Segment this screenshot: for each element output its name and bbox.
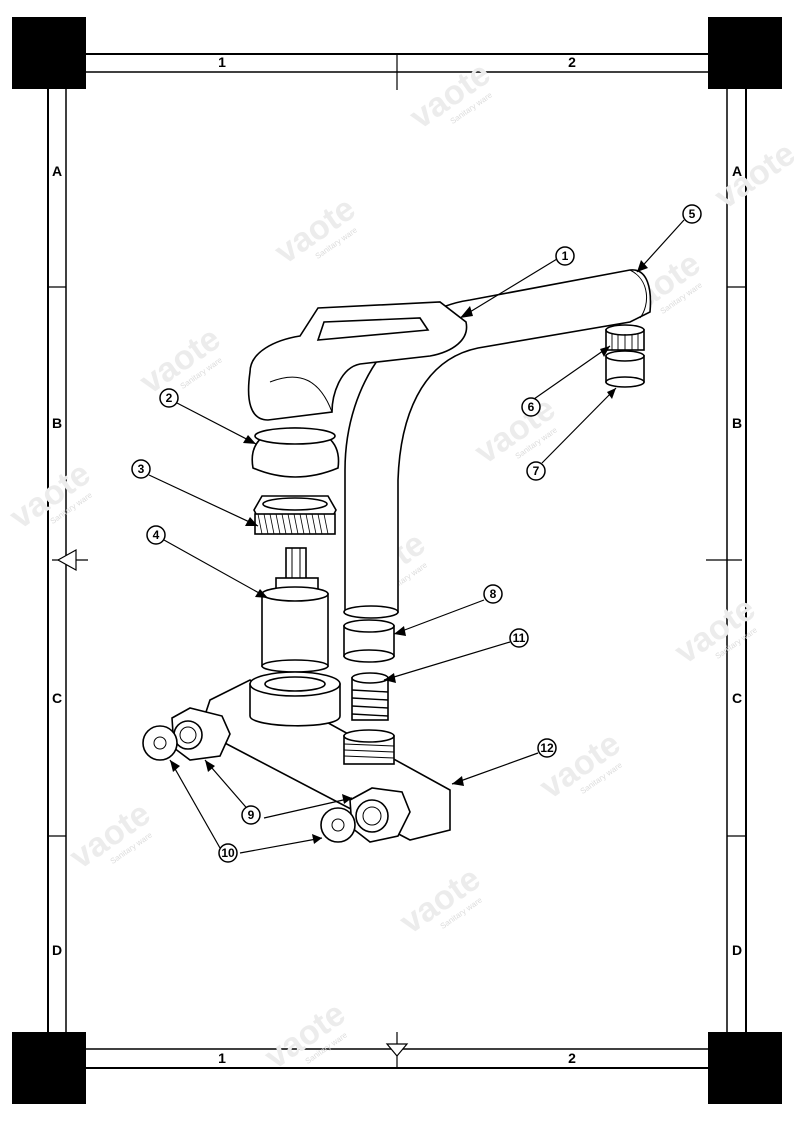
- zone-label-right-d: D: [732, 942, 742, 958]
- part-hex-connector-right: [349, 787, 411, 843]
- zone-label-left-a: A: [52, 163, 62, 179]
- part-cartridge: [261, 547, 329, 673]
- callout-label: 3: [138, 462, 145, 476]
- callout-label: 6: [528, 400, 535, 414]
- callout-1: 1: [555, 246, 575, 266]
- callout-label: 1: [562, 249, 569, 263]
- callout-4: 4: [146, 525, 166, 545]
- zone-label-right-a: A: [732, 163, 742, 179]
- zone-label-left-d: D: [52, 942, 62, 958]
- callout-label: 12: [540, 741, 554, 755]
- part-handle: [247, 301, 468, 421]
- part-aerator-body: [605, 324, 645, 351]
- callout-label: 5: [689, 207, 696, 221]
- zone-label-top-1: 1: [218, 54, 226, 70]
- zone-label-left-c: C: [52, 690, 62, 706]
- callout-3: 3: [131, 459, 151, 479]
- zone-label-left-b: B: [52, 415, 62, 431]
- part-dome-cap: [251, 427, 340, 478]
- part-flange-right: [320, 807, 356, 843]
- callout-label: 2: [166, 391, 173, 405]
- callout-11: 11: [509, 628, 529, 648]
- watermark-text: vaote: [708, 134, 794, 216]
- callout-9: 9: [241, 805, 261, 825]
- part-flange-left: [142, 725, 178, 761]
- callout-label: 11: [513, 631, 526, 645]
- callout-2: 2: [159, 388, 179, 408]
- callout-label: 4: [153, 528, 160, 542]
- callout-7: 7: [526, 461, 546, 481]
- part-check-valve: [351, 672, 389, 721]
- zone-label-bottom-2: 2: [568, 1050, 576, 1066]
- callout-12: 12: [537, 738, 557, 758]
- zone-label-right-b: B: [732, 415, 742, 431]
- callout-label: 8: [490, 587, 497, 601]
- zone-label-bottom-1: 1: [218, 1050, 226, 1066]
- part-collar-nut: [343, 619, 395, 663]
- part-threaded-nut: [253, 495, 337, 535]
- callout-8: 8: [483, 584, 503, 604]
- zone-label-right-c: C: [732, 690, 742, 706]
- zone-label-top-2: 2: [568, 54, 576, 70]
- part-hex-connector-left: [171, 707, 231, 761]
- callout-label: 10: [221, 846, 235, 860]
- callout-label: 9: [248, 808, 255, 822]
- callout-10: 10: [218, 843, 238, 863]
- leader-lines: [148, 219, 685, 854]
- callout-5: 5: [682, 204, 702, 224]
- callout-label: 7: [533, 464, 540, 478]
- leader-arrowheads: [170, 260, 648, 844]
- zone-ticks: [48, 54, 746, 1068]
- part-threaded-stub: [343, 729, 395, 765]
- callout-6: 6: [521, 397, 541, 417]
- part-aerator-cap: [605, 350, 645, 388]
